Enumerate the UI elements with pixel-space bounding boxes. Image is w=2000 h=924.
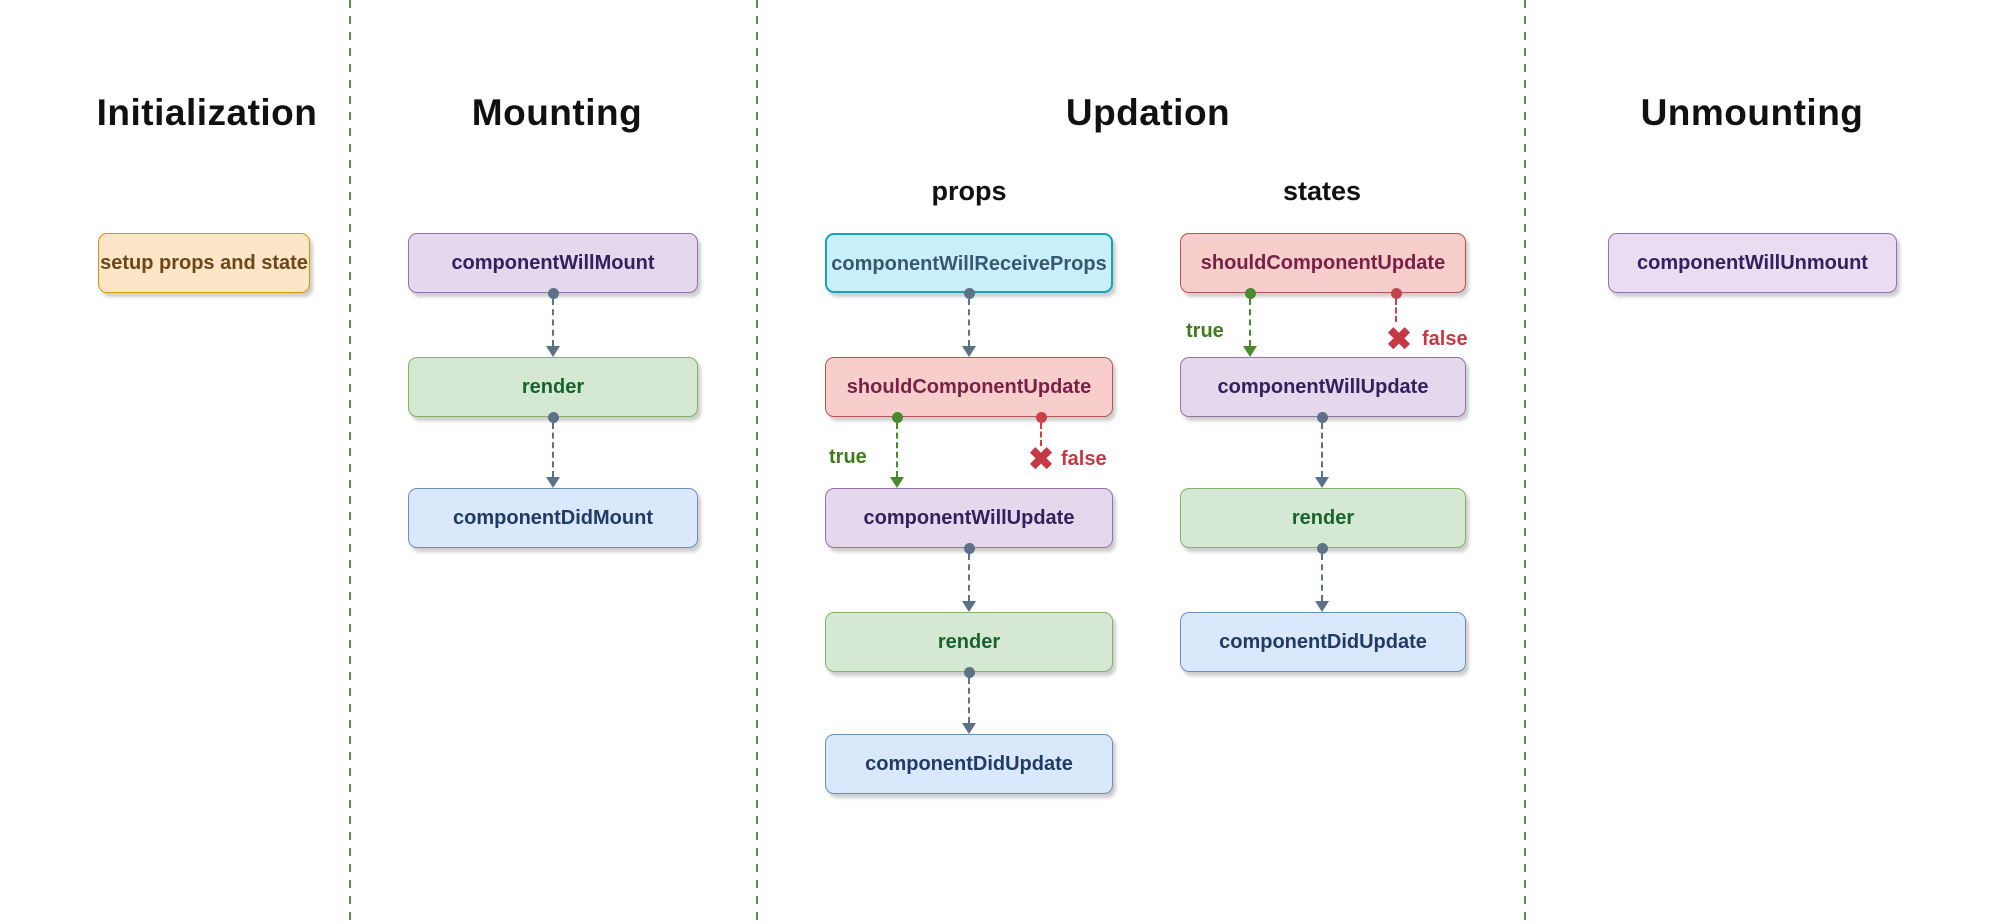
dashed-line [552,299,554,346]
dashed-line [968,554,970,601]
dashed-line [1321,423,1323,477]
phase-divider-2 [756,0,758,924]
arrowhead-icon [1315,601,1329,612]
flow-connector-render-to-didmount [545,412,561,488]
subcolumn-label-props: props [931,176,1007,206]
arrowhead-icon [962,346,976,357]
node-component-will-receive-props: componentWillReceiveProps [825,233,1113,293]
flow-connector-render-to-didupdate-states [1314,543,1330,612]
branch-label-false-props: false [1061,448,1107,470]
flow-connector-receiveprops-to-shouldupdate [961,288,977,357]
dashed-line [1249,299,1251,346]
node-component-will-update-props: componentWillUpdate [825,488,1113,548]
node-should-component-update-states: shouldComponentUpdate [1180,233,1466,293]
flow-dot-icon [1390,288,1402,299]
dashed-line [1040,423,1042,446]
phase-title-initialization: Initialization [96,92,318,133]
flow-connector-willmount-to-render [545,288,561,357]
node-component-did-update-props: componentDidUpdate [825,734,1113,794]
node-component-did-mount: componentDidMount [408,488,698,548]
flow-dot-icon [963,543,975,554]
phase-divider-1 [349,0,351,924]
dashed-line [552,423,554,477]
flow-connector-willupdate-to-render-states [1314,412,1330,488]
phase-divider-3 [1524,0,1526,924]
flow-connector-true-states [1242,288,1258,357]
arrowhead-icon [1315,477,1329,488]
arrowhead-icon [890,477,904,488]
flow-dot-icon [891,412,903,423]
flow-dot-icon [963,288,975,299]
subcolumn-label-states: states [1282,176,1362,206]
node-render-states: render [1180,488,1466,548]
phase-title-unmounting: Unmounting [1640,92,1864,133]
node-component-will-mount: componentWillMount [408,233,698,293]
arrowhead-icon [1243,346,1257,357]
phase-title-updation: Updation [1065,92,1231,133]
dashed-line [968,299,970,346]
flow-dot-icon [1244,288,1256,299]
flow-connector-willupdate-to-render-props [961,543,977,612]
arrowhead-icon [546,346,560,357]
arrowhead-icon [962,601,976,612]
node-setup-props-and-state: setup props and state [98,233,310,293]
false-x-icon: ✖ [1386,321,1412,357]
flow-connector-true-props [889,412,905,488]
branch-label-true-props: true [829,446,867,468]
node-component-did-update-states: componentDidUpdate [1180,612,1466,672]
node-component-will-unmount: componentWillUnmount [1608,233,1897,293]
dashed-line [1321,554,1323,601]
branch-label-true-states: true [1186,320,1224,342]
flow-connector-render-to-didupdate-props [961,667,977,734]
node-render-mounting: render [408,357,698,417]
flow-dot-icon [547,288,559,299]
flow-connector-false-props [1033,412,1049,446]
flow-dot-icon [547,412,559,423]
dashed-line [896,423,898,477]
false-x-icon: ✖ [1028,441,1054,477]
flow-connector-false-states [1388,288,1404,322]
branch-label-false-states: false [1422,328,1468,350]
flow-dot-icon [1316,543,1328,554]
dashed-line [968,678,970,723]
arrowhead-icon [962,723,976,734]
node-should-component-update-props: shouldComponentUpdate [825,357,1113,417]
node-component-will-update-states: componentWillUpdate [1180,357,1466,417]
flow-dot-icon [963,667,975,678]
flow-dot-icon [1035,412,1047,423]
arrowhead-icon [546,477,560,488]
node-render-props: render [825,612,1113,672]
phase-title-mounting: Mounting [471,92,643,133]
dashed-line [1395,299,1397,322]
flow-dot-icon [1316,412,1328,423]
